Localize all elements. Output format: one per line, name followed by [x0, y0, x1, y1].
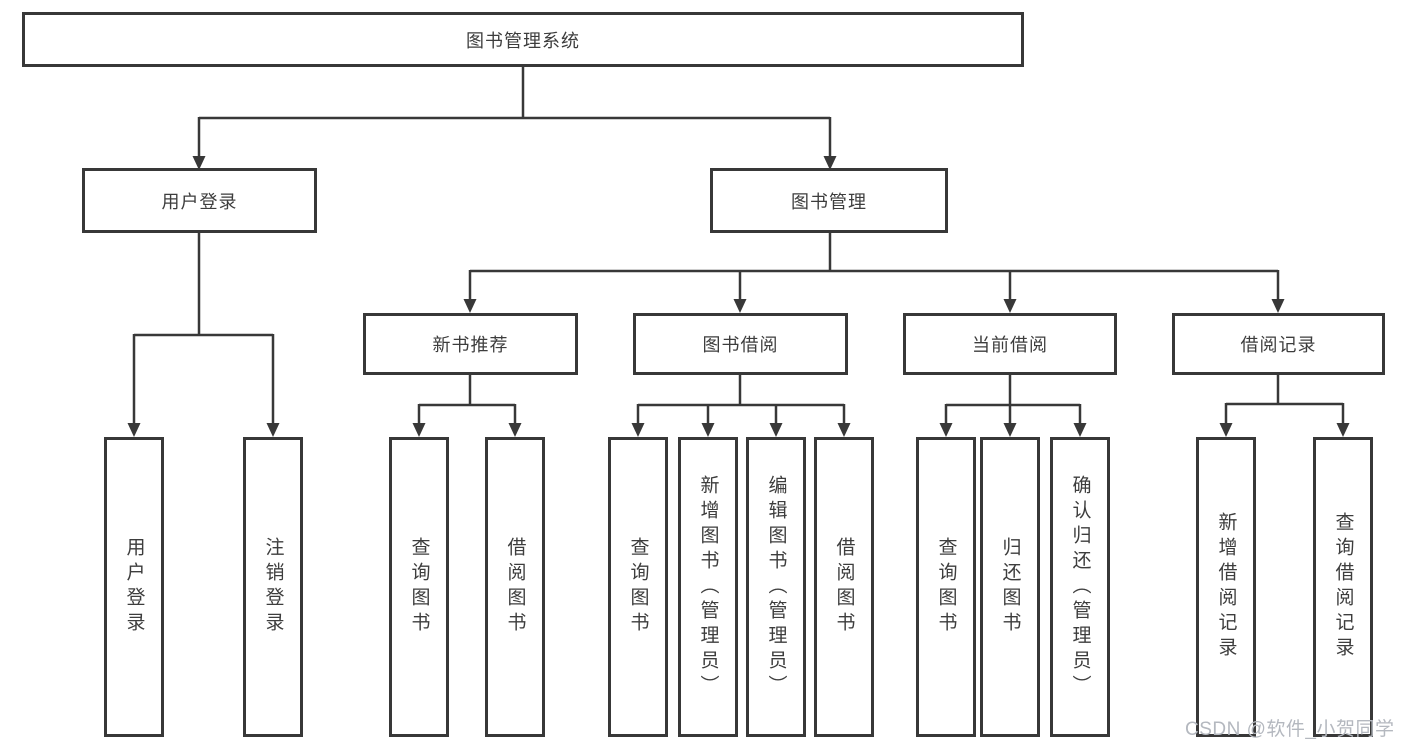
leaf-logout-label: 注销登录 [262, 537, 284, 637]
watermark: CSDN @软件_小贺同学 [1185, 719, 1395, 740]
node-root: 图书管理系统 [22, 12, 1024, 67]
leaf-return-books-label: 归还图书 [999, 537, 1021, 637]
leaf-return-books: 归还图书 [980, 437, 1040, 737]
leaf-borrow-books: 借阅图书 [814, 437, 874, 737]
leaf-add-borrow-record: 新增借阅记录 [1196, 437, 1256, 737]
leaf-logout: 注销登录 [243, 437, 303, 737]
leaf-user-login-label: 用户登录 [123, 537, 145, 637]
node-borrowing-records: 借阅记录 [1172, 313, 1385, 375]
leaf-borrow-books-recommend-label: 借阅图书 [504, 537, 526, 637]
leaf-query-borrow-record-label: 查询借阅记录 [1332, 512, 1354, 662]
leaf-edit-book-admin-label: 编辑图书（管理员） [765, 474, 787, 700]
node-book-management-label: 图书管理 [791, 191, 867, 212]
leaf-confirm-return-admin-label: 确认归还（管理员） [1069, 474, 1091, 700]
leaf-borrow-books-recommend: 借阅图书 [485, 437, 545, 737]
leaf-query-books-borrowing: 查询图书 [608, 437, 668, 737]
connector-lines [132, 67, 1345, 424]
leaf-user-login: 用户登录 [104, 437, 164, 737]
leaf-query-books-borrowing-label: 查询图书 [627, 537, 649, 637]
leaf-confirm-return-admin: 确认归还（管理员） [1050, 437, 1110, 737]
node-current-borrowing-label: 当前借阅 [972, 335, 1048, 355]
node-book-borrowing: 图书借阅 [633, 313, 848, 375]
node-book-borrowing-label: 图书借阅 [702, 335, 779, 355]
leaf-edit-book-admin: 编辑图书（管理员） [746, 437, 806, 737]
leaf-query-books-current-label: 查询图书 [935, 537, 957, 637]
node-current-borrowing: 当前借阅 [903, 313, 1117, 375]
leaf-add-borrow-record-label: 新增借阅记录 [1215, 512, 1237, 662]
arrowheads [127, 156, 1350, 437]
node-new-book-recommend-label: 新书推荐 [432, 335, 509, 355]
node-book-management: 图书管理 [710, 168, 948, 233]
leaf-query-borrow-record: 查询借阅记录 [1313, 437, 1373, 737]
leaf-query-books-current: 查询图书 [916, 437, 976, 737]
node-user-login: 用户登录 [82, 168, 317, 233]
node-root-label: 图书管理系统 [466, 30, 580, 51]
node-new-book-recommend: 新书推荐 [363, 313, 578, 375]
leaf-add-book-admin-label: 新增图书（管理员） [697, 474, 719, 700]
leaf-query-books-recommend-label: 查询图书 [408, 537, 430, 637]
node-user-login-label: 用户登录 [161, 191, 238, 212]
leaf-borrow-books-label: 借阅图书 [833, 537, 855, 637]
leaf-add-book-admin: 新增图书（管理员） [678, 437, 738, 737]
node-borrowing-records-label: 借阅记录 [1240, 335, 1317, 355]
leaf-query-books-recommend: 查询图书 [389, 437, 449, 737]
